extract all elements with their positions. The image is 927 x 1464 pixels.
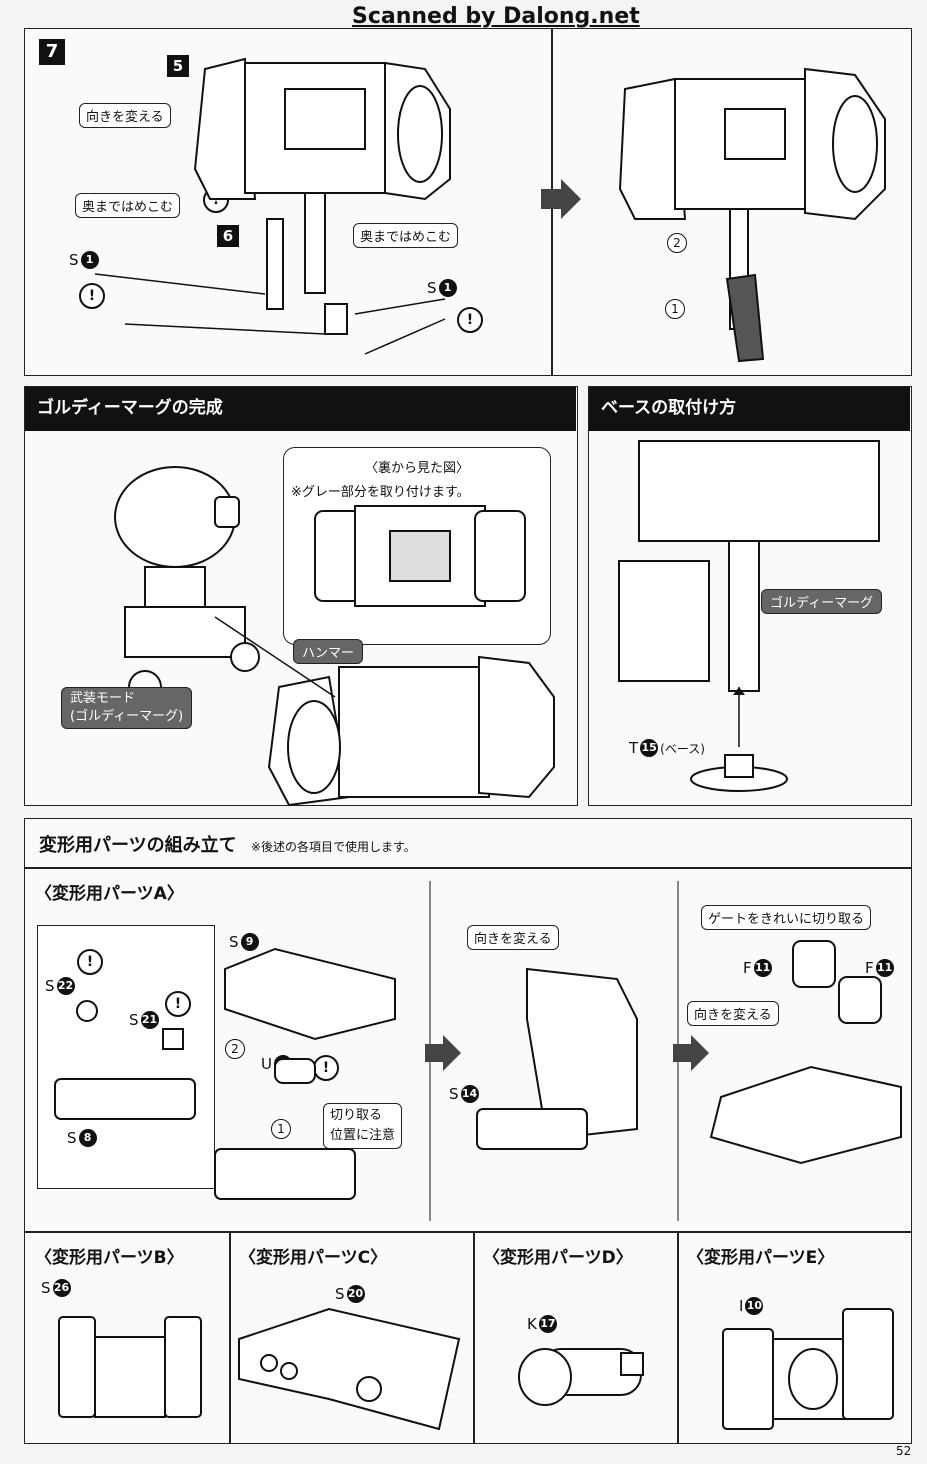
column-divider <box>677 1231 679 1443</box>
cut-note: 切り取る 位置に注意 <box>323 1103 403 1149</box>
callout-push-left: 奥まではめこむ <box>75 193 181 218</box>
transform-panel: 変形用パーツの組み立て ※後述の各項目で使用します。 〈変形用パーツA〉 ! !… <box>24 818 912 1444</box>
arrow-right-icon <box>541 179 581 219</box>
parts-e-illustration <box>722 1308 894 1430</box>
gate-note: ゲートをきれいに切り取る <box>701 905 872 930</box>
parts-a-illustration <box>54 947 396 1200</box>
gray-note: ※グレー部分を取り付けます。 <box>291 485 470 500</box>
transform-title: 変形用パーツの組み立て ※後述の各項目で使用します。 <box>39 835 416 856</box>
hammer-illustration <box>94 57 451 355</box>
sub-step-5: 5 <box>167 55 189 77</box>
parts-a-final-illustration <box>709 940 902 1165</box>
hammer-front-view <box>267 655 555 807</box>
warning-icon: ! <box>79 283 105 309</box>
parts-c-title: 〈変形用パーツC〉 <box>239 1248 388 1268</box>
parts-d-title: 〈変形用パーツD〉 <box>483 1248 633 1268</box>
parts-e-title: 〈変形用パーツE〉 <box>687 1248 835 1268</box>
column-divider <box>473 1231 475 1443</box>
watermark: Scanned by Dalong.net <box>352 4 640 29</box>
callout-turn-a2: 向きを変える <box>687 1001 779 1026</box>
warning-icon: ! <box>165 991 191 1017</box>
hammer-back-view <box>314 505 526 607</box>
arrow-right-icon <box>425 1035 461 1071</box>
base-mounted-illustration <box>618 440 880 692</box>
completion-panel: ゴルディーマーグの完成 〈裏から見た図〉 ※グレー部分を取り付けます。 ハンマー <box>24 386 578 807</box>
page-number: 52 <box>896 1444 912 1458</box>
order-2-marker: 2 <box>225 1039 245 1059</box>
armed-mode-label: 武装モード (ゴルディーマーグ) <box>61 687 193 729</box>
warning-icon: ! <box>77 949 103 975</box>
golldymarg-label: ゴルディーマーグ <box>761 589 883 614</box>
base-title: ベースの取付け方 <box>589 387 910 431</box>
completion-title: ゴルディーマーグの完成 <box>25 387 576 431</box>
parts-b-illustration <box>58 1316 202 1418</box>
sub-step-6: 6 <box>217 225 239 247</box>
robot-illustration <box>114 466 336 704</box>
hammer-label: ハンマー <box>293 639 364 664</box>
callout-turn-a1: 向きを変える <box>467 925 559 950</box>
back-view-title: 〈裏から見た図〉 <box>365 461 470 476</box>
parts-b-title: 〈変形用パーツB〉 <box>35 1248 184 1268</box>
row-divider <box>25 1231 911 1233</box>
column-divider <box>229 1231 231 1443</box>
base-stand <box>690 687 788 792</box>
section-divider <box>25 867 911 869</box>
callout-turn: 向きを変える <box>79 103 171 128</box>
parts-d-illustration <box>518 1348 644 1406</box>
arrow-right-icon <box>673 1035 709 1071</box>
parts-c-illustration <box>238 1307 461 1431</box>
sub-assembly-box <box>37 925 215 1189</box>
parts-a-mid-illustration <box>476 967 638 1150</box>
order-1-marker: 1 <box>271 1119 291 1139</box>
warning-icon: ! <box>457 307 483 333</box>
callout-push-right: 奥まではめこむ <box>353 223 459 248</box>
order-1-marker: 1 <box>665 299 685 319</box>
order-2-marker: 2 <box>667 233 687 253</box>
hammer-assembled-illustration <box>618 67 886 363</box>
step7-panel: 7 5 6 向きを変える 奥まではめこむ 奥まではめこむ S1 S1 ! ! ! <box>24 28 912 376</box>
warning-icon: ! <box>313 1055 339 1081</box>
parts-a-title: 〈変形用パーツA〉 <box>35 884 184 904</box>
step-number: 7 <box>39 39 65 65</box>
